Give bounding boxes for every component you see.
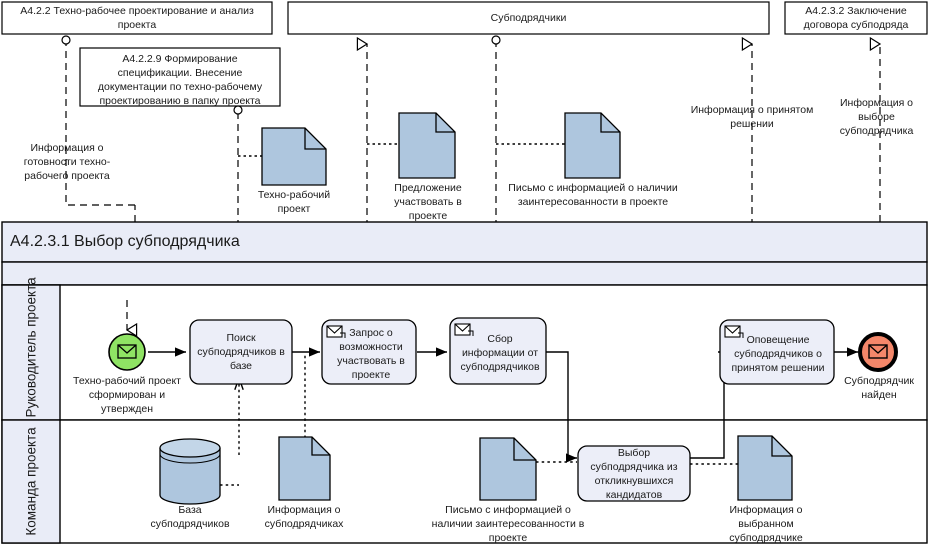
start-event[interactable] (108, 300, 146, 371)
message-flow-readiness (61, 35, 136, 222)
envelope-send-icon (326, 325, 346, 338)
lane-label-manager: Руководитель проекта (2, 277, 60, 420)
document-subcontractor-info (278, 436, 331, 501)
document-interest-letter (496, 112, 621, 179)
envelope-receive-icon (454, 323, 474, 336)
task-collect-information[interactable] (449, 317, 547, 385)
external-subprocess-a4229-label: A4.2.2.9 Формирование спецификации. Внес… (97, 53, 263, 107)
lane-manager-text: Руководитель проекта (23, 277, 39, 418)
external-pool-subcontractors (287, 1, 770, 35)
message-flow-label-decision: Информация о принятом решении (690, 104, 814, 130)
task-choose-subcontractor[interactable] (577, 445, 691, 502)
associations (239, 352, 738, 465)
data-store-subcontractors (159, 438, 239, 505)
end-event[interactable] (858, 332, 898, 372)
external-pool-a4232 (784, 1, 928, 35)
task-collect-label: Сбор информации от субподрядчиков (460, 333, 540, 373)
task-search-label: Поиск субподрядчиков в базе (197, 332, 285, 372)
task-request-participation[interactable] (321, 319, 417, 385)
lane-label-team: Команда проекта (2, 420, 60, 543)
document-chosen-subcontractor (737, 435, 793, 501)
task-notify-label: Оповещение субподрядчиков о принятом реш… (731, 334, 825, 374)
document-offer-label: Предложение участвовать в проекте (394, 182, 462, 222)
external-pool-a4232-label: A4.2.3.2 Заключение договора субподряда (803, 5, 909, 31)
lane-team-text: Команда проекта (23, 427, 39, 536)
start-event-label: Техно-рабочий проект сформирован и утвер… (73, 375, 181, 415)
document-tech-project (238, 127, 327, 186)
external-pool-a422-label: A4.2.2 Техно-рабочее проектирование и ан… (20, 5, 254, 31)
message-flow-label-readiness: Информация о готовности техно-рабочего п… (23, 142, 111, 182)
task-choose-label: Выбор субподрядчика из откликнувшихся ка… (590, 446, 678, 501)
message-flow-label-choice: Информация о выборе субподрядчика (839, 97, 914, 137)
envelope-send-icon-2 (724, 325, 744, 338)
data-store-label: База субподрядчиков (150, 504, 230, 530)
task-notify-subcontractors[interactable] (719, 319, 835, 385)
document-subcontractor-info-label: Информация о субподрядчиках (264, 504, 344, 530)
task-request-label: Запрос о возможности участвовать в проек… (337, 327, 405, 381)
end-event-label: Субподрядчик найден (844, 375, 914, 401)
task-search-subcontractors[interactable] (189, 319, 293, 385)
pool-title: A4.2.3.1 Выбор субподрядчика (10, 233, 240, 250)
document-chosen-subcontractor-label: Информация о выбранном субподрядчике (729, 504, 803, 544)
external-pool-a422 (1, 1, 273, 35)
external-pool-subcontractors-label: Субподрядчики (490, 12, 567, 24)
document-offer (367, 112, 456, 179)
document-interest-letter-bottom (479, 437, 537, 501)
external-subprocess-a4229 (79, 47, 281, 107)
document-interest-letter-bottom-label: Письмо с информацией о наличии заинтерес… (431, 504, 585, 544)
document-tech-project-label: Техно-рабочий проект (257, 189, 331, 215)
document-interest-letter-label: Письмо с информацией о наличии заинтерес… (508, 182, 678, 208)
message-flow-collect-down (491, 35, 507, 320)
